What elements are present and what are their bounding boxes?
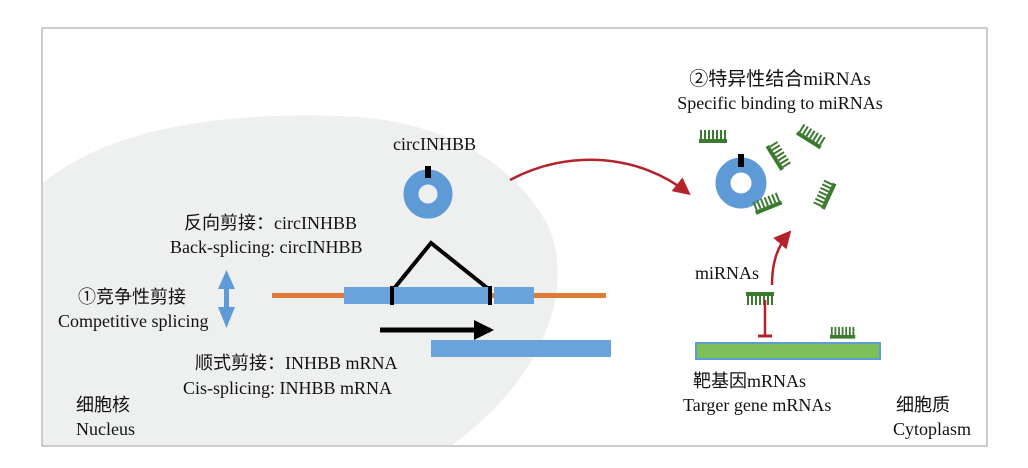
- back-splicing-lines: [390, 240, 493, 293]
- nucleus-en: Nucleus: [76, 419, 135, 439]
- competitive-zh: ①竞争性剪接: [78, 287, 186, 307]
- double-arrow-icon: [218, 270, 235, 328]
- circ-rna-nucleus: [403, 166, 453, 219]
- target-mrna: [695, 342, 881, 360]
- target-gene-en: Targer gene mRNAs: [683, 395, 832, 415]
- exon-1: [344, 287, 390, 304]
- splice-site-1: [390, 286, 394, 305]
- target-gene-zh: 靶基因mRNAs: [693, 371, 807, 391]
- exon-2: [394, 287, 490, 304]
- mature-mrna: [431, 340, 611, 357]
- splice-site-2: [488, 286, 492, 305]
- exon-3: [494, 287, 534, 304]
- circ-rna-cytoplasm: [715, 154, 767, 209]
- circ-label: circINHBB: [393, 134, 476, 154]
- cytoplasm-zh: 细胞质: [896, 395, 950, 415]
- pre-mrna: [272, 286, 606, 305]
- cis-splicing-en: Cis-splicing: INHBB mRNA: [183, 378, 393, 398]
- export-arrow: [509, 158, 691, 196]
- binding-arrow: [770, 230, 792, 286]
- cytoplasm-en: Cytoplasm: [893, 419, 972, 439]
- specific-binding-zh: ②特异性结合miRNAs: [689, 69, 871, 90]
- competitive-en: Competitive splicing: [58, 311, 209, 331]
- specific-binding-en: Specific binding to miRNAs: [677, 93, 883, 113]
- back-splicing-en: Back-splicing: circINHBB: [170, 237, 363, 257]
- cis-splicing-zh: 顺式剪接：INHBB mRNA: [195, 353, 398, 373]
- back-splicing-zh: 反向剪接：circINHBB: [184, 213, 357, 233]
- nucleus-zh: 细胞核: [76, 395, 130, 415]
- nucleus-region: [43, 115, 558, 446]
- mirnas-label: miRNAs: [695, 263, 760, 283]
